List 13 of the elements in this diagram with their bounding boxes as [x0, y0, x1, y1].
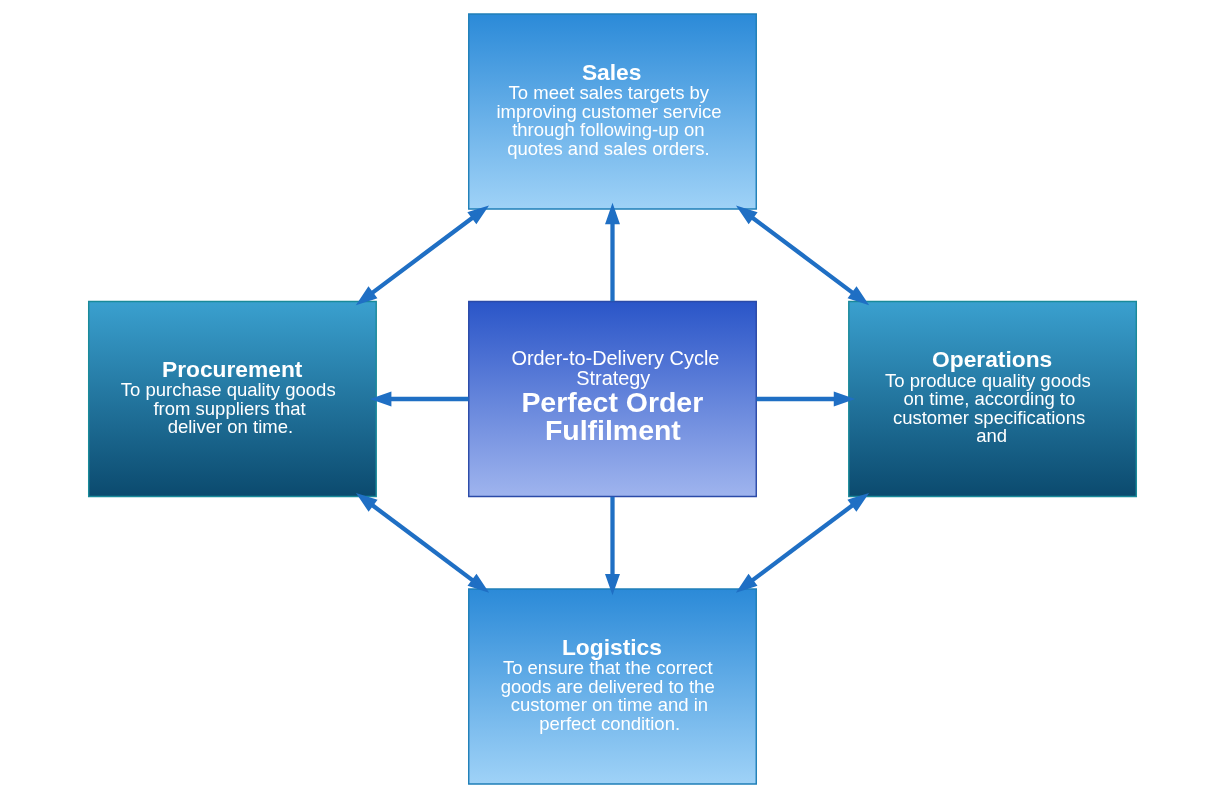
arrow: [604, 202, 620, 302]
arrow: [756, 391, 855, 407]
arrow: [735, 492, 869, 593]
node-box: Logistics To ensure that the correct goods are delivered to the customer on time and in perfect condition.: [467, 588, 757, 785]
arrow: [604, 496, 620, 596]
node-box: Order-to-Delivery Cycle Strategy Perfect Order Fulfilment: [467, 300, 757, 498]
node-box: Sales To meet sales targets by improving customer service through following-up on quotes and sales orders.: [467, 13, 757, 210]
node-box: Operations To produce quality goods on time, according to customer specifications and: [847, 300, 1137, 498]
node-box: Procurement To purchase quality goods from suppliers that deliver on time.: [87, 300, 377, 498]
arrow: [369, 391, 469, 407]
arrow: [355, 205, 489, 306]
arrow: [355, 492, 489, 593]
arrow: [735, 205, 869, 306]
